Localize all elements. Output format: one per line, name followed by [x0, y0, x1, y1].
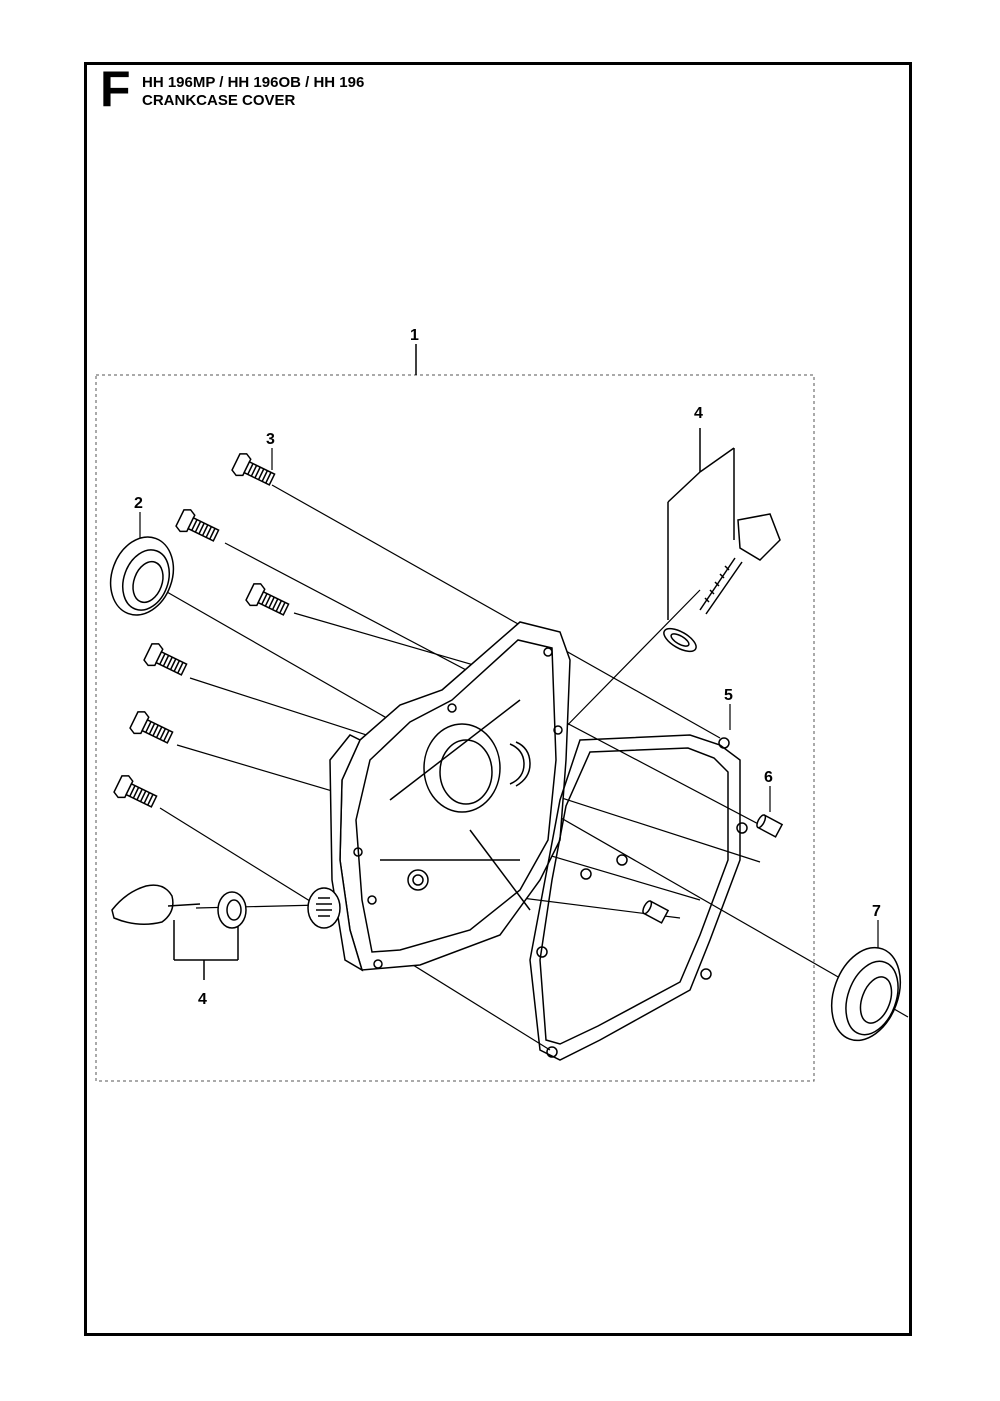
dipstick-top-4	[663, 428, 781, 653]
drain-washer	[217, 891, 247, 929]
bolt	[245, 583, 290, 616]
callout-3: 3	[266, 431, 275, 448]
callout-1: 1	[410, 327, 419, 344]
bolt	[113, 775, 158, 808]
section-letter: F	[100, 61, 131, 117]
callout-leaders	[139, 448, 879, 948]
cover-bore	[423, 723, 501, 813]
callout-2: 2	[134, 495, 143, 512]
crankcase-cover	[329, 621, 571, 972]
page-frame	[84, 62, 912, 1336]
kit-dashed-box	[95, 374, 815, 1082]
oil-seal-2	[109, 536, 175, 616]
bearing-7	[830, 946, 902, 1042]
callout-6: 6	[764, 769, 773, 786]
callout-7: 7	[872, 903, 881, 920]
bolt	[129, 711, 174, 744]
section-title: CRANKCASE COVER	[142, 92, 296, 109]
callout-4-bottom: 4	[198, 991, 207, 1008]
bolt	[143, 643, 188, 676]
dowel-pins-6	[642, 814, 784, 924]
gasket-5	[529, 734, 748, 1061]
drain-threaded-boss	[307, 887, 341, 929]
dipstick-o-ring	[663, 627, 697, 653]
callout-5: 5	[724, 687, 733, 704]
bolt	[231, 453, 276, 486]
drain-plug-bottom-4	[111, 884, 341, 980]
model-list: HH 196MP / HH 196OB / HH 196	[142, 74, 365, 91]
bolt	[175, 509, 220, 542]
bolt-group-3	[113, 453, 290, 808]
callout-4-top: 4	[694, 405, 703, 422]
